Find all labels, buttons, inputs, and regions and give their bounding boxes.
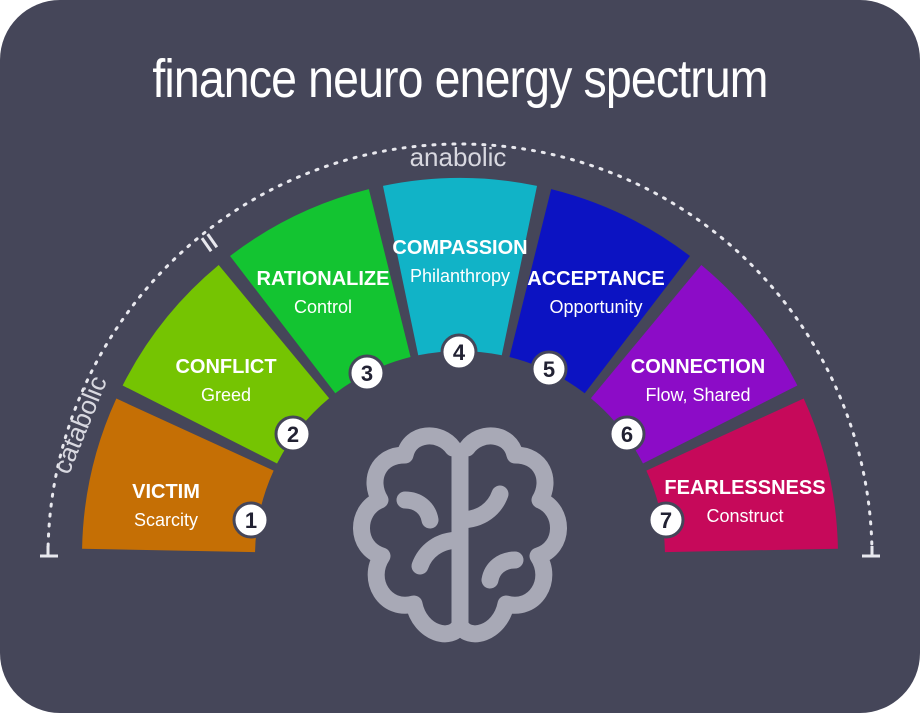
segment-title: VICTIM (132, 481, 200, 503)
segment-fearlessness (646, 398, 838, 553)
segment-trait: Construct (706, 506, 783, 526)
level-number: 3 (361, 361, 373, 386)
level-number: 1 (245, 508, 257, 533)
scale-divider (200, 233, 219, 253)
segment-trait: Control (294, 297, 352, 317)
segment-trait: Greed (201, 385, 251, 405)
segment-title: COMPASSION (392, 237, 527, 259)
spectrum-segments: VICTIM Scarcity 1 CONFLICT Greed 2 RATIONALIZE… (82, 178, 838, 553)
scale-arc (46, 142, 874, 558)
segment-title: RATIONALIZE (257, 268, 390, 290)
segment-title: CONFLICT (175, 356, 276, 378)
segment-victim (82, 398, 274, 553)
level-number-badge (440, 333, 478, 371)
segment-conflict (122, 265, 330, 464)
level-number-badge (232, 501, 270, 539)
level-number-badge (647, 501, 685, 539)
level-number: 6 (621, 422, 633, 447)
brain-icon (353, 427, 567, 643)
segment-trait: Philanthropy (410, 266, 510, 286)
segment-title: FEARLESSNESS (664, 477, 825, 499)
segment-trait: Flow, Shared (645, 385, 750, 405)
segment-trait: Opportunity (549, 297, 642, 317)
segment-compassion (382, 178, 538, 356)
level-number: 2 (287, 422, 299, 447)
level-number-badge (348, 354, 386, 392)
level-number-badge (608, 415, 646, 453)
segment-rationalize (230, 189, 411, 394)
segment-trait: Scarcity (134, 510, 198, 530)
level-number: 4 (453, 340, 466, 365)
segment-title: CONNECTION (631, 356, 765, 378)
level-number: 7 (660, 508, 672, 533)
page-title: finance neuro energy spectrum (152, 49, 768, 109)
level-number: 5 (543, 357, 555, 382)
segment-connection (590, 265, 798, 464)
level-number-badge (530, 350, 568, 388)
segment-acceptance (509, 189, 690, 394)
anabolic-label: anabolic (410, 142, 507, 172)
level-number-badge (274, 415, 312, 453)
segment-title: ACCEPTANCE (527, 268, 664, 290)
